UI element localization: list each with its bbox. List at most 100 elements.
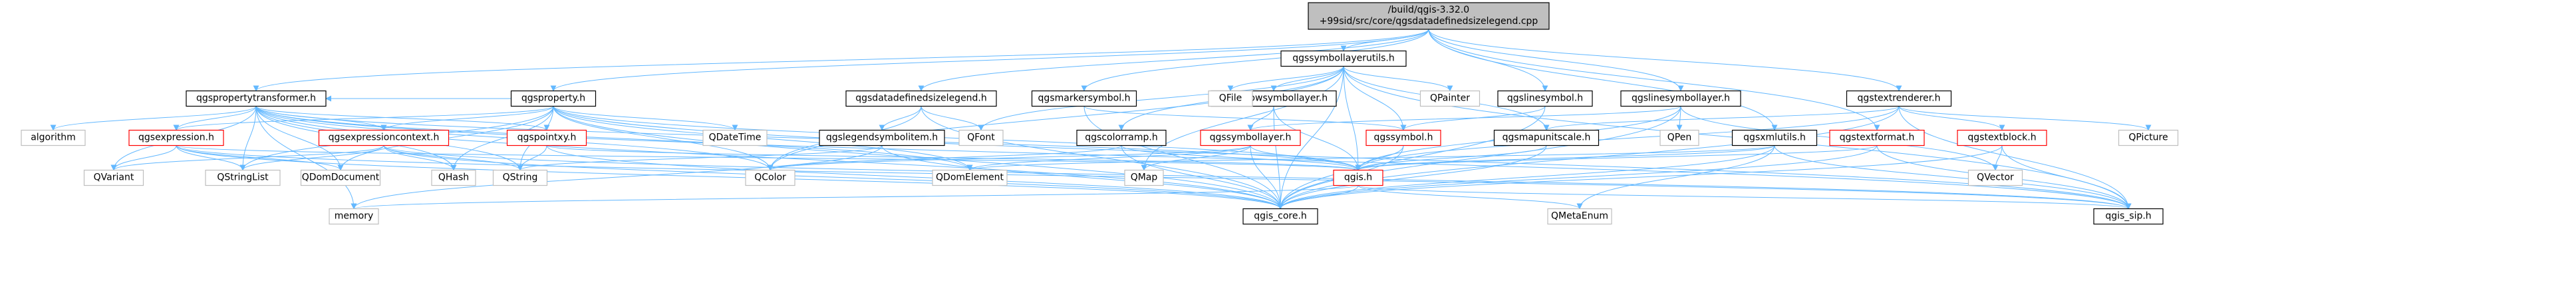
node-box [2118, 129, 2179, 146]
graph-node-qgsdatadefinedsizelegend-h[interactable]: qgsdatadefinedsizelegend.h [845, 90, 997, 107]
nodes-layer: /build/qgis-3.32.0+99sid/src/core/qgsdat… [21, 2, 2179, 225]
edge-qgsxmlutils-to-qgis_h [1355, 145, 1775, 171]
graph-node-qgstextformat[interactable]: qgstextformat.h [1829, 129, 1925, 146]
edge-qgssymbollayerutils-to-qgis_h [1343, 66, 1361, 171]
edge-qgsexpressioncontext-to-qstringlist [239, 145, 384, 171]
node-label: QMetaEnum [1551, 211, 1608, 222]
edge-qgsarrowsymbollayer-to-qgis_h [1273, 106, 1361, 171]
graph-node-algorithm: algorithm [21, 129, 86, 146]
node-box [205, 169, 281, 186]
node-label: qgsxmlutils.h [1743, 133, 1806, 143]
node-box [1967, 169, 2023, 186]
graph-node-qgspointxy[interactable]: qgspointxy.h [506, 129, 587, 146]
node-box [1200, 129, 1301, 146]
graph-node-qgsxmlutils[interactable]: qgsxmlutils.h [1731, 129, 1818, 146]
edge-qgsexpression-to-qgis_h [176, 145, 1361, 171]
graph-node-qstringlist: QStringList [205, 169, 281, 186]
edge-qgssymbollayer-to-qcolor [767, 145, 1251, 171]
edge-qgssymbollayerutils-to-qgis_core [1277, 66, 1344, 210]
graph-node-qpicture: QPicture [2118, 129, 2179, 146]
graph-node-qgslegendsymbolitem[interactable]: qgslegendsymbolitem.h [819, 129, 945, 146]
node-box [1829, 129, 1925, 146]
node-box [1308, 2, 1550, 30]
edge-qgstextblock-to-qvector [1992, 145, 2003, 171]
graph-node-qgis-h[interactable]: qgis.h [1333, 169, 1383, 186]
graph-node-qfont: QFont [958, 129, 1004, 146]
edge-qgsmapunitscale-to-qgis_core [1277, 145, 1547, 210]
node-label: qgssymbollayer.h [1210, 133, 1292, 143]
node-box [702, 129, 768, 146]
graph-node-qgsmapunitscale[interactable]: qgsmapunitscale.h [1493, 129, 1600, 146]
node-label: qgspointxy.h [517, 133, 577, 143]
node-box [1497, 90, 1593, 107]
node-label: qgis_core.h [1254, 211, 1307, 222]
graph-node-qgssymbol[interactable]: qgssymbol.h [1365, 129, 1441, 146]
edge-qgstextrenderer-to-qgis_sip [1898, 106, 2132, 210]
edge-qgsproperty-to-qgsexpression [173, 106, 554, 131]
graph-node-qgis-core[interactable]: qgis_core.h [1242, 208, 1318, 225]
edge-qgstextrenderer-to-qgsmapunitscale [1543, 106, 1900, 131]
node-box [1208, 90, 1253, 107]
graph-node-root[interactable]: /build/qgis-3.32.0+99sid/src/core/qgsdat… [1308, 2, 1550, 30]
graph-node-qgsexpressioncontext[interactable]: qgsexpressioncontext.h [318, 129, 450, 146]
graph-node-qpen: QPen [1659, 129, 1699, 146]
edge-qgssymbollayerutils-to-qfont [978, 66, 1344, 131]
graph-node-qstring: QString [492, 169, 548, 186]
node-label: qgis.h [1344, 172, 1372, 183]
graph-node-qgssymbollayerutils[interactable]: qgssymbollayerutils.h [1280, 50, 1407, 67]
node-label: qgslinesymbollayer.h [1632, 93, 1730, 104]
graph-node-qgssymbollayer[interactable]: qgssymbollayer.h [1200, 129, 1301, 146]
node-label: QMap [1131, 172, 1158, 183]
graph-node-qgslinesymbollayer[interactable]: qgslinesymbollayer.h [1620, 90, 1741, 107]
graph-node-qgscolorramp[interactable]: qgscolorramp.h [1076, 129, 1167, 146]
graph-node-qvector: QVector [1967, 169, 2023, 186]
edge-qgsexpressioncontext-to-qvariant [110, 145, 384, 171]
graph-node-qgsmarkersymbol[interactable]: qgsmarkersymbol.h [1031, 90, 1137, 107]
edge-qgssymbollayer-to-qgis_h [1250, 145, 1361, 171]
node-label: qgscolorramp.h [1085, 133, 1157, 143]
edge-root-to-qgsdatadefinedsizelegend_h [918, 29, 1429, 92]
node-box [1280, 50, 1407, 67]
edge-qgssymbollayerutils-to-qpainter [1343, 66, 1453, 92]
graph-node-qgstextrenderer[interactable]: qgstextrenderer.h [1846, 90, 1952, 107]
edge-qgis_h-to-qgis_core [1277, 185, 1359, 210]
node-label: QPen [1667, 133, 1691, 143]
node-label: QFile [1219, 93, 1242, 104]
edge-qgspropertytransformer-to-qgis_sip [255, 106, 2132, 210]
node-box [1031, 90, 1137, 107]
graph-node-qgsproperty[interactable]: qgsproperty.h [510, 90, 597, 107]
graph-node-qgsexpression[interactable]: qgsexpression.h [128, 129, 224, 146]
node-box [1731, 129, 1818, 146]
node-box [1659, 129, 1699, 146]
node-box [845, 90, 997, 107]
node-box [300, 169, 381, 186]
edge-qgstextrenderer-to-qgis_h [1355, 106, 1900, 171]
node-label: qgsmapunitscale.h [1503, 133, 1591, 143]
node-label: QColor [754, 172, 786, 183]
graph-node-qgstextblock[interactable]: qgstextblock.h [1957, 129, 2047, 146]
node-label: QDateTime [709, 133, 762, 143]
node-box [1365, 129, 1441, 146]
edge-qgsproperty-to-qgis_sip [553, 106, 2132, 210]
graph-node-qgslinesymbol[interactable]: qgslinesymbol.h [1497, 90, 1593, 107]
edge-qgssymbollayer-to-qdomelement [966, 145, 1251, 171]
node-box [492, 169, 548, 186]
edge-qgsdatadefinedsizelegend_h-to-qgslegendsymbolitem [879, 106, 922, 131]
node-box [819, 129, 945, 146]
edge-qgspointxy-to-qgis_core [546, 145, 1284, 210]
node-label: QVector [1977, 172, 2014, 183]
edge-qgsexpressioncontext-to-qgis_sip [383, 145, 2132, 210]
edge-qgssymbollayerutils-to-qgsarrowsymbollayer [1270, 66, 1344, 92]
edge-qgsdatadefinedsizelegend_h-to-qfont [921, 106, 984, 131]
node-label: QPainter [1430, 93, 1470, 104]
node-box [431, 169, 476, 186]
edge-qgstextformat-to-qgis_core [1277, 145, 1878, 210]
graph-node-qgis-sip[interactable]: qgis_sip.h [2093, 208, 2164, 225]
edge-qgsproperty-to-qgsexpressioncontext [380, 106, 554, 131]
edges-layer [50, 29, 2152, 210]
node-box [128, 129, 224, 146]
graph-node-qgspropertytransformer[interactable]: qgspropertytransformer.h [186, 90, 327, 107]
edge-qgssymbollayer-to-qmap [1141, 145, 1251, 171]
node-label: qgstextformat.h [1840, 133, 1915, 143]
edge-qgsexpressioncontext-to-qgis_core [383, 145, 1284, 210]
